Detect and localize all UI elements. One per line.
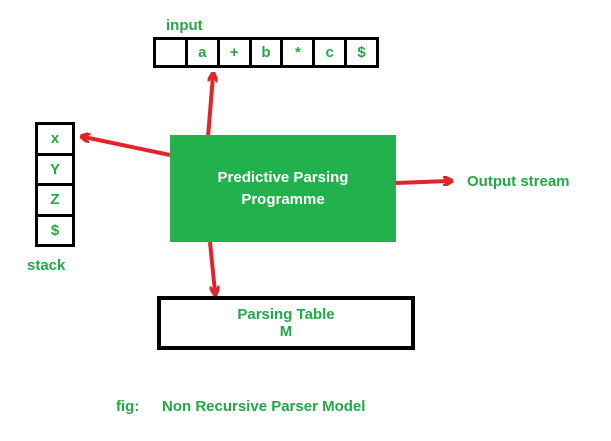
- input-tape: a + b * c $: [153, 37, 379, 68]
- parsing-table-m: M: [279, 323, 293, 340]
- input-label: input: [166, 17, 203, 34]
- caption-prefix: fig:: [116, 398, 140, 415]
- output-stream-label: Output stream: [467, 173, 570, 190]
- stack-label: stack: [27, 257, 66, 274]
- input-cell: [156, 40, 185, 65]
- predictive-parsing-program-box: Predictive Parsing Programme: [170, 135, 396, 242]
- input-cell: $: [347, 40, 377, 65]
- input-cell: a: [187, 40, 217, 65]
- stack-cell: Y: [38, 155, 72, 183]
- input-cell: +: [219, 40, 249, 65]
- arrow-to-input: [206, 76, 213, 138]
- stack-cell: Z: [38, 186, 72, 214]
- arrow-to-output: [395, 181, 449, 183]
- stack-cell: x: [38, 125, 72, 153]
- parsing-table-box: Parsing Table M: [157, 296, 415, 350]
- stack-cell: $: [38, 216, 72, 244]
- arrow-to-parsing-table: [208, 241, 215, 292]
- input-cell: c: [315, 40, 345, 65]
- stack: x Y Z $: [35, 122, 75, 247]
- caption-text: Non Recursive Parser Model: [162, 398, 366, 415]
- parsing-table-title: Parsing Table: [237, 306, 335, 323]
- program-label: Predictive Parsing Programme: [217, 168, 349, 208]
- input-cell: *: [283, 40, 313, 65]
- arrow-to-stack: [84, 137, 171, 157]
- input-cell: b: [251, 40, 281, 65]
